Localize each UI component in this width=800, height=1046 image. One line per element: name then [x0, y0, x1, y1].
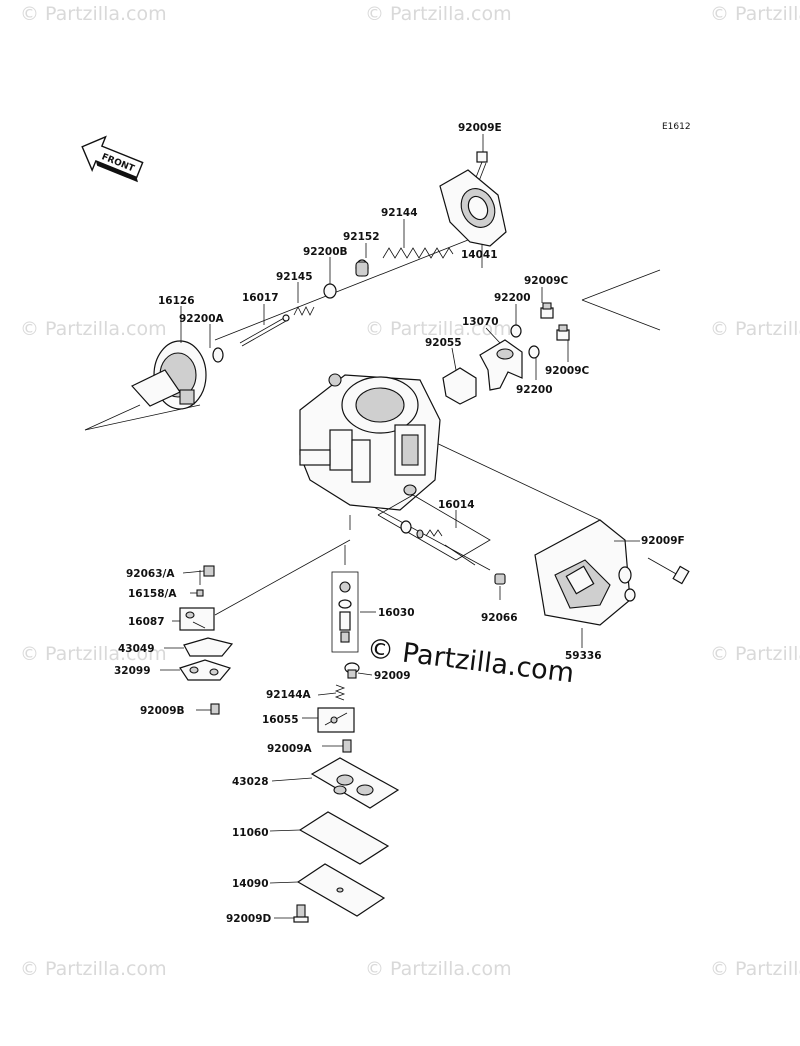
part-label: 16017: [242, 292, 279, 304]
part-label: 16126: [158, 295, 195, 307]
cover-32099: [179, 659, 232, 681]
part-label: 16030: [378, 607, 415, 619]
part-label: 92145: [276, 271, 313, 283]
screw-92009: [344, 662, 360, 679]
screw-92009C-bottom: [556, 324, 570, 341]
part-label: 92200A: [179, 313, 225, 325]
carburetor-body: [299, 373, 441, 511]
part-label: 92066: [481, 612, 518, 624]
jet-assembly-16030: [331, 571, 359, 653]
watermark-text: © Partzilla.com: [365, 3, 512, 25]
screw-92009F: [647, 557, 690, 585]
part-label: 92200B: [303, 246, 348, 258]
cover-14041: [439, 169, 507, 247]
watermark-text: © Partzilla.com: [710, 318, 800, 340]
washer-92200A: [212, 347, 224, 363]
part-labels: 92009E 92144 92152 92200B 92145 16017 16…: [114, 122, 685, 925]
part-label: 32099: [114, 665, 151, 677]
part-label: 92152: [343, 231, 380, 243]
part-label: 92200: [494, 292, 531, 304]
part-label: 92009C: [545, 365, 590, 377]
screw-92009C-top: [540, 302, 554, 319]
part-label: 92009F: [641, 535, 685, 547]
part-label: 92009D: [226, 913, 272, 925]
part-label: 14090: [232, 878, 269, 890]
spring-92145: [293, 306, 315, 316]
watermark-text: © Partzilla.com: [20, 958, 167, 980]
watermark-text: © Partzilla.com: [365, 958, 512, 980]
washer-92200B: [323, 283, 337, 299]
part-label: 92009B: [140, 705, 185, 717]
plug-92066: [494, 573, 506, 585]
watermark-text: © Partzilla.com: [710, 3, 800, 25]
cover-14090: [296, 863, 386, 917]
watermark-text: © Partzilla.com: [20, 3, 167, 25]
front-arrow-icon: FRONT: [81, 135, 144, 183]
screw-16158A: [196, 589, 204, 597]
watermark-text: © Partzilla.com: [710, 958, 800, 980]
part-label: 43028: [232, 776, 269, 788]
watermark-text: © Partzilla.com: [365, 318, 512, 340]
part-label: 14041: [461, 249, 498, 261]
screw-92009A: [342, 739, 352, 753]
screw-92009B: [210, 703, 220, 715]
part-label: 92200: [516, 384, 553, 396]
gasket-43049: [183, 637, 234, 657]
gasket-92055: [442, 367, 477, 405]
part-label: 92009: [374, 670, 411, 682]
part-label: 11060: [232, 827, 269, 839]
left-small-parts: [179, 565, 234, 715]
watermark-text: © Partzilla.com: [20, 643, 167, 665]
part-label: 92009A: [267, 743, 313, 755]
right-top-parts: [442, 302, 570, 405]
gasket-43028: [310, 757, 400, 809]
washer-92200-top: [510, 324, 522, 338]
plate-16055: [317, 707, 355, 733]
screw-92063A: [203, 565, 215, 577]
watermark-text: © Partzilla.com: [20, 318, 167, 340]
part-label: 92144: [381, 207, 418, 219]
part-16087: [179, 607, 215, 631]
top-assembly: [131, 151, 507, 410]
part-label: 92009E: [458, 122, 502, 134]
part-label: 16158/A: [128, 588, 177, 600]
part-label: 59336: [565, 650, 602, 662]
part-label: 13070: [462, 316, 499, 328]
part-label: 92009C: [524, 275, 569, 287]
part-92152: [355, 259, 369, 277]
part-label: 43049: [118, 643, 155, 655]
screw-92009D: [293, 904, 309, 923]
part-label: 92063/A: [126, 568, 175, 580]
lower-stack: [293, 662, 400, 923]
washer-92200-bottom: [528, 345, 540, 359]
leader-lines: [84, 239, 661, 616]
label-leaders: [160, 134, 640, 919]
watermark-text: © Partzilla.com: [710, 643, 800, 665]
part-label: 16087: [128, 616, 165, 628]
part-label: 92144A: [266, 689, 312, 701]
needle-16017: [239, 314, 290, 347]
diaphragm-11060: [298, 811, 390, 865]
spring-92144: [382, 247, 454, 259]
piston-16126: [131, 340, 207, 410]
part-label: 92055: [425, 337, 462, 349]
part-label: 16014: [438, 499, 475, 511]
part-label: 16055: [262, 714, 299, 726]
fuel-pump-59336: [534, 519, 636, 626]
spring-92144A: [334, 684, 346, 701]
needle-assembly-16014: [377, 494, 491, 566]
diagram-code: E1612: [662, 122, 691, 132]
bracket-13070: [479, 339, 523, 391]
